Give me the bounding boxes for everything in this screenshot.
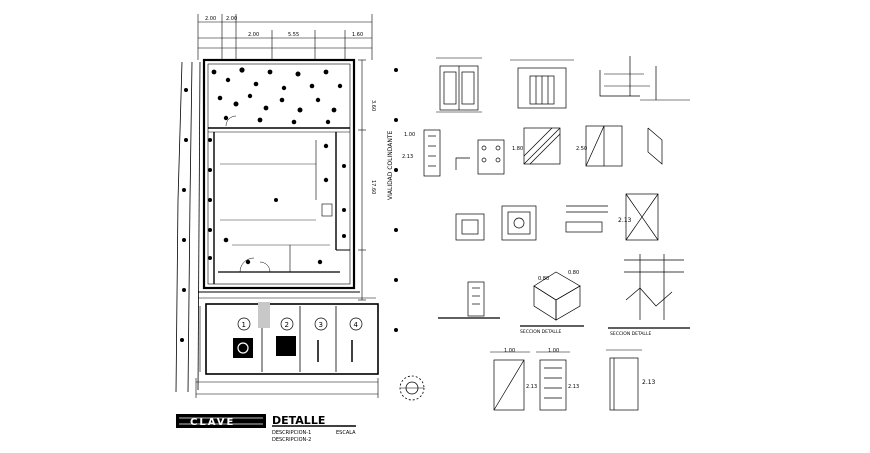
floor-plan: 2.00 2.00 2.00 5.55 1.60	[175, 14, 425, 401]
dim-text: 3.60	[370, 100, 376, 111]
section-title: SECCION DETALLE	[520, 329, 561, 335]
detail-dim: 2.13	[568, 384, 579, 390]
north-arrow-icon	[399, 375, 425, 401]
detail-dim: 2.13	[402, 154, 413, 160]
parking-number: 4	[354, 321, 359, 329]
dim-text: 2.00	[226, 16, 237, 22]
accessible-parking-icon	[233, 338, 253, 358]
detail-dim: 2.50	[576, 146, 587, 152]
parking-marker	[314, 317, 328, 331]
detalle-title: DETALLE	[272, 414, 325, 427]
section-title: SECCION DETALLE	[610, 331, 651, 337]
parking-marker	[280, 317, 294, 331]
dim-text: 1.60	[352, 32, 363, 38]
parking-marker	[237, 317, 251, 331]
detail-dim: 1.00	[504, 348, 515, 354]
parking-number: 1	[242, 321, 246, 329]
parking-marker	[349, 317, 363, 331]
detail-dim: 1.00	[548, 348, 559, 354]
description-1: DESCRIPCION-1	[272, 430, 311, 436]
right-dimension	[358, 59, 366, 301]
detail-drawings	[423, 56, 690, 411]
building-outline	[202, 58, 356, 290]
dim-text: 5.55	[288, 32, 299, 38]
dim-text: 2.00	[205, 16, 216, 22]
description-2: DESCRIPCION-2	[272, 437, 311, 443]
detail-dim: 1.80	[512, 146, 523, 152]
detail-dim: 2.13	[526, 384, 537, 390]
stair-block	[258, 302, 270, 328]
dim-text: 2.00	[248, 32, 259, 38]
detail-dim: 0.80	[568, 270, 579, 276]
detail-dim: 0.80	[538, 276, 549, 282]
street-label: VIALIDAD COLINDANTE	[387, 130, 394, 200]
left-boundary	[175, 61, 201, 393]
vegetation-symbols	[180, 67, 398, 342]
parking-area	[195, 291, 379, 398]
scale-label: ESCALA	[336, 430, 356, 436]
clave-label: CLAVE	[190, 417, 235, 428]
detail-dim: 2.13	[642, 379, 656, 386]
title-block: CLAVE DETALLE DESCRIPCION-1 DESCRIPCION-…	[176, 414, 356, 443]
wheelchair-icon	[237, 342, 249, 354]
dim-text: 17.60	[370, 180, 376, 194]
detail-dim: 1.00	[404, 132, 415, 138]
parking-number: 2	[285, 321, 289, 329]
detail-dim: 2.13	[618, 217, 632, 224]
parking-block	[276, 336, 296, 356]
parking-number: 3	[319, 321, 323, 329]
top-dimension-lines	[197, 14, 373, 60]
